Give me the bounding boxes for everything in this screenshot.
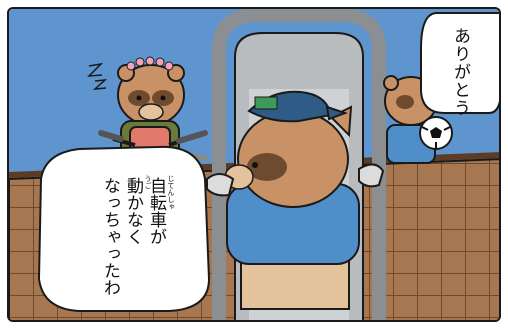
- bike-line-2: 動かなく: [123, 177, 143, 245]
- ruby-ugo: うご: [144, 175, 152, 189]
- bike-line-3: なっちゃったわ: [100, 177, 120, 296]
- bike-line-1: 自転車が: [146, 177, 166, 245]
- speech-bubble-thanks: [420, 12, 499, 114]
- comic-panel: ありがとう 自転車が 動かなく なっちゃったわ じてんしゃ うご: [7, 7, 501, 322]
- soccer-ball-icon: [419, 116, 453, 150]
- zz-mark-icon: [87, 62, 108, 90]
- flower-crown-icon: [126, 56, 174, 71]
- thanks-text: ありがとう: [450, 27, 470, 117]
- panel-illustration: [9, 9, 499, 320]
- ruby-jitensha: じてんしゃ: [167, 175, 175, 210]
- speech-bubble-bike: [37, 145, 211, 312]
- baseball-cap-icon: [247, 90, 348, 123]
- bicycle-handlebar: [98, 130, 208, 144]
